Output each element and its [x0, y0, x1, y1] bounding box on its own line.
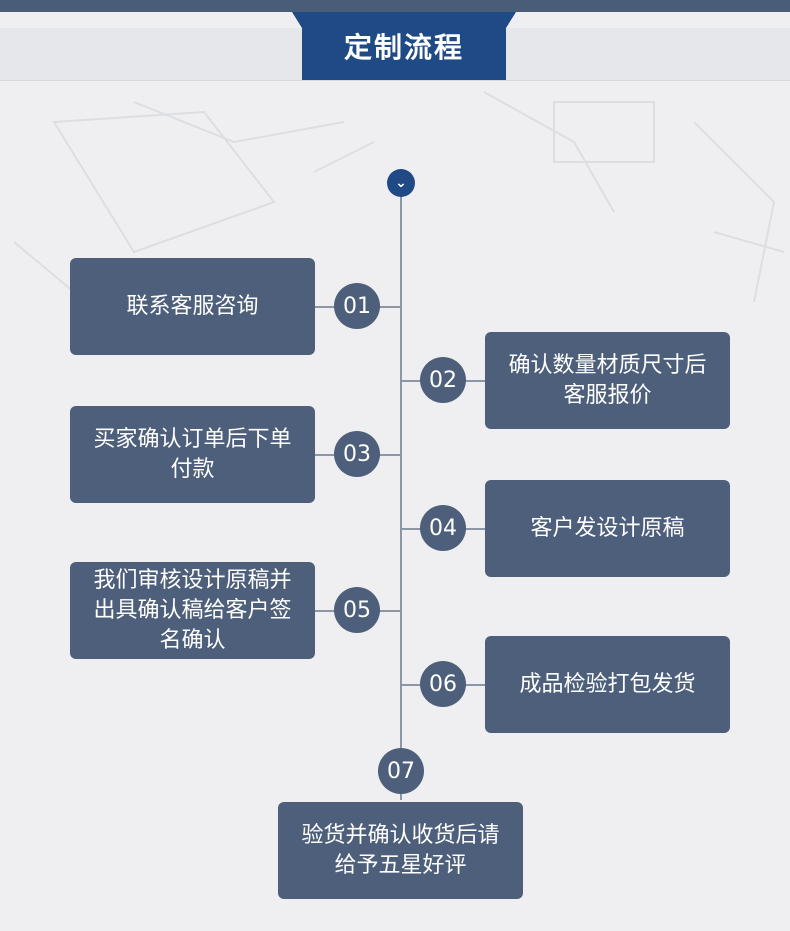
step-05-box: 我们审核设计原稿并出具确认稿给客户签名确认 [70, 562, 315, 659]
step-07-number: 07 [378, 748, 424, 794]
timeline-line [400, 190, 402, 800]
step-05-number: 05 [334, 587, 380, 633]
step-06-number: 06 [420, 661, 466, 707]
top-bar [0, 0, 790, 12]
step-01-number: 01 [334, 283, 380, 329]
step-06-box: 成品检验打包发货 [485, 636, 730, 733]
step-07-box: 验货并确认收货后请给予五星好评 [278, 802, 523, 899]
step-02-box: 确认数量材质尺寸后客服报价 [485, 332, 730, 429]
step-01-box: 联系客服咨询 [70, 258, 315, 355]
background-sketch-image [14, 91, 785, 303]
step-03-number: 03 [334, 431, 380, 477]
section-title: 定制流程 [292, 12, 516, 80]
step-04-box: 客户发设计原稿 [485, 480, 730, 577]
step-03-box: 买家确认订单后下单付款 [70, 406, 315, 503]
step-02-number: 02 [420, 357, 466, 403]
double-chevron-down-icon: ⌄ [387, 169, 415, 197]
step-04-number: 04 [420, 505, 466, 551]
